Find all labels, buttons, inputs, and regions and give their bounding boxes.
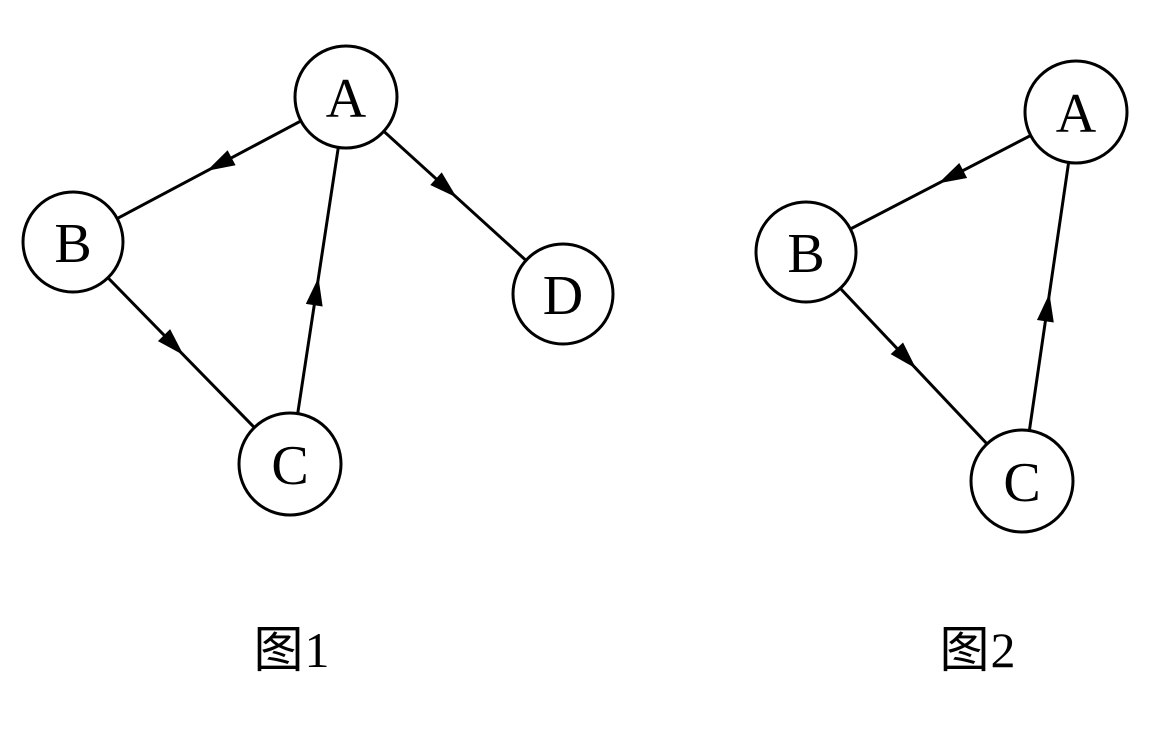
figure-1-node-B-label: B — [54, 213, 91, 275]
figure-2-node-B-label: B — [787, 223, 824, 285]
figure-2-node-C — [969, 428, 1075, 534]
figure-2-node-A — [1023, 59, 1129, 165]
figure-2-graph: A B C — [754, 59, 1129, 534]
figure-2-node-C-label: C — [1003, 452, 1040, 514]
figure-1-graph: A B C D — [21, 44, 615, 517]
figure-2-node-A-label: A — [1056, 83, 1097, 145]
figure2-caption: 图2 — [939, 622, 1017, 678]
arrowhead-icon — [305, 277, 323, 307]
arrowhead-icon — [430, 172, 457, 198]
figure-1-node-D-label: D — [543, 265, 583, 327]
arrowhead-icon — [1036, 293, 1054, 323]
figure-2-node-B — [754, 200, 858, 304]
figure-1-node-A-label: A — [326, 68, 367, 130]
figure1-caption: 图1 — [253, 622, 331, 678]
arrowhead-icon — [157, 329, 184, 356]
figure-1-node-C-label: C — [271, 435, 308, 497]
arrowhead-icon — [206, 150, 236, 171]
arrowhead-icon — [938, 162, 968, 184]
figure-1-node-B — [21, 190, 125, 294]
figure-1-node-A — [293, 44, 399, 150]
figure-1-node-C — [237, 411, 343, 517]
figure-1-node-D — [511, 242, 615, 346]
arrowhead-icon — [890, 342, 917, 369]
